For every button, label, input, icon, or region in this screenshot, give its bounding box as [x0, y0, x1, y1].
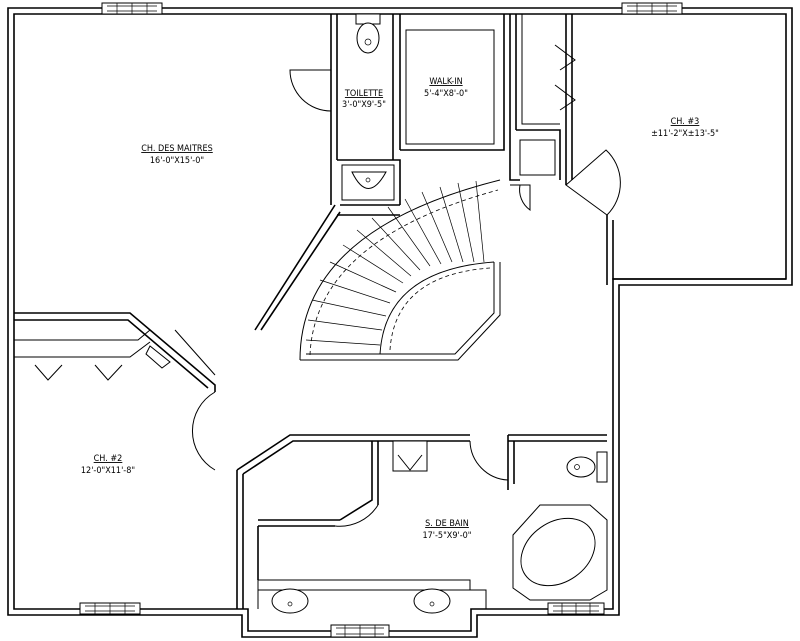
room-name: S. DE BAIN	[425, 519, 469, 529]
window-top-left	[101, 2, 163, 15]
room-label-ch2: CH. #2 12'-0"X11'-8"	[81, 454, 135, 476]
sink-icon-bath-left	[271, 588, 309, 614]
fixtures	[271, 13, 608, 614]
toilet-icon-bath	[566, 451, 608, 483]
sink-icon-bath-right	[413, 588, 451, 614]
room-name: CH. #2	[94, 454, 123, 464]
window-bottom-right	[547, 602, 605, 615]
window-top-right	[621, 2, 683, 15]
windows	[79, 2, 683, 638]
exterior-walls	[7, 7, 793, 638]
toilet-icon-toilette	[355, 13, 381, 54]
doors	[34, 44, 621, 527]
room-dims: 17'-5"X9'-0"	[422, 531, 471, 541]
room-name: CH. #3	[671, 117, 700, 127]
window-bottom-center	[330, 624, 390, 638]
tub-icon	[512, 504, 608, 601]
shower-icon	[392, 440, 428, 472]
room-label-master: CH. DES MAITRES 16'-0"X15'-0"	[141, 144, 213, 166]
room-label-walkin: WALK-IN 5'-4"X8'-0"	[424, 77, 468, 99]
room-labels: CH. DES MAITRES 16'-0"X15'-0" TOILETTE 3…	[81, 77, 719, 541]
room-name: WALK-IN	[429, 77, 462, 87]
interior-walls	[14, 14, 786, 609]
staircase	[299, 179, 501, 361]
room-dims: 3'-0"X9'-5"	[342, 100, 386, 110]
room-name: CH. DES MAITRES	[141, 144, 213, 154]
window-bottom-left	[79, 602, 141, 615]
room-dims: ±11'-2"X±13'-5"	[651, 129, 719, 139]
room-name: TOILETTE	[344, 89, 383, 99]
room-label-bath: S. DE BAIN 17'-5"X9'-0"	[422, 519, 471, 541]
room-dims: 16'-0"X15'-0"	[150, 156, 204, 166]
room-label-ch3: CH. #3 ±11'-2"X±13'-5"	[651, 117, 719, 139]
sink-icon-toilette	[341, 164, 395, 201]
room-label-toilette: TOILETTE 3'-0"X9'-5"	[342, 89, 386, 110]
room-dims: 5'-4"X8'-0"	[424, 89, 468, 99]
room-dims: 12'-0"X11'-8"	[81, 466, 135, 476]
